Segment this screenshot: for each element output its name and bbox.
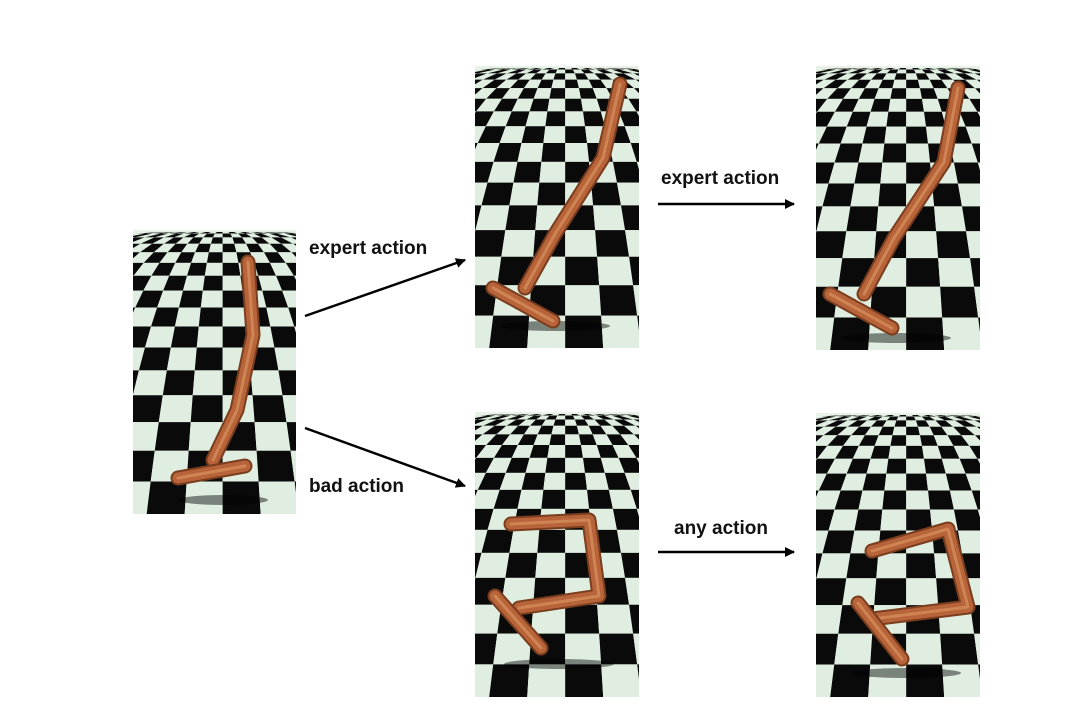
label-expert-action-right: expert action bbox=[661, 168, 780, 189]
label-expert-action-top: expert action bbox=[309, 238, 428, 259]
hopper-scene-bad-1 bbox=[475, 412, 639, 697]
panel-expert-step-1 bbox=[475, 66, 639, 348]
hopper-scene-expert-2 bbox=[816, 66, 980, 350]
label-bad-action: bad action bbox=[309, 476, 405, 497]
arrow-expert-top bbox=[304, 258, 466, 318]
hopper-scene-bad-2 bbox=[816, 413, 980, 697]
panel-bad-step-2 bbox=[816, 413, 980, 697]
hopper-scene-expert-1 bbox=[475, 66, 639, 348]
panel-expert-step-2 bbox=[816, 66, 980, 350]
panel-initial-state bbox=[133, 230, 296, 514]
arrow-bad bbox=[304, 426, 466, 488]
label-any-action: any action bbox=[674, 518, 768, 539]
hopper-scene-initial bbox=[133, 230, 296, 514]
panel-bad-step-1 bbox=[475, 412, 639, 697]
